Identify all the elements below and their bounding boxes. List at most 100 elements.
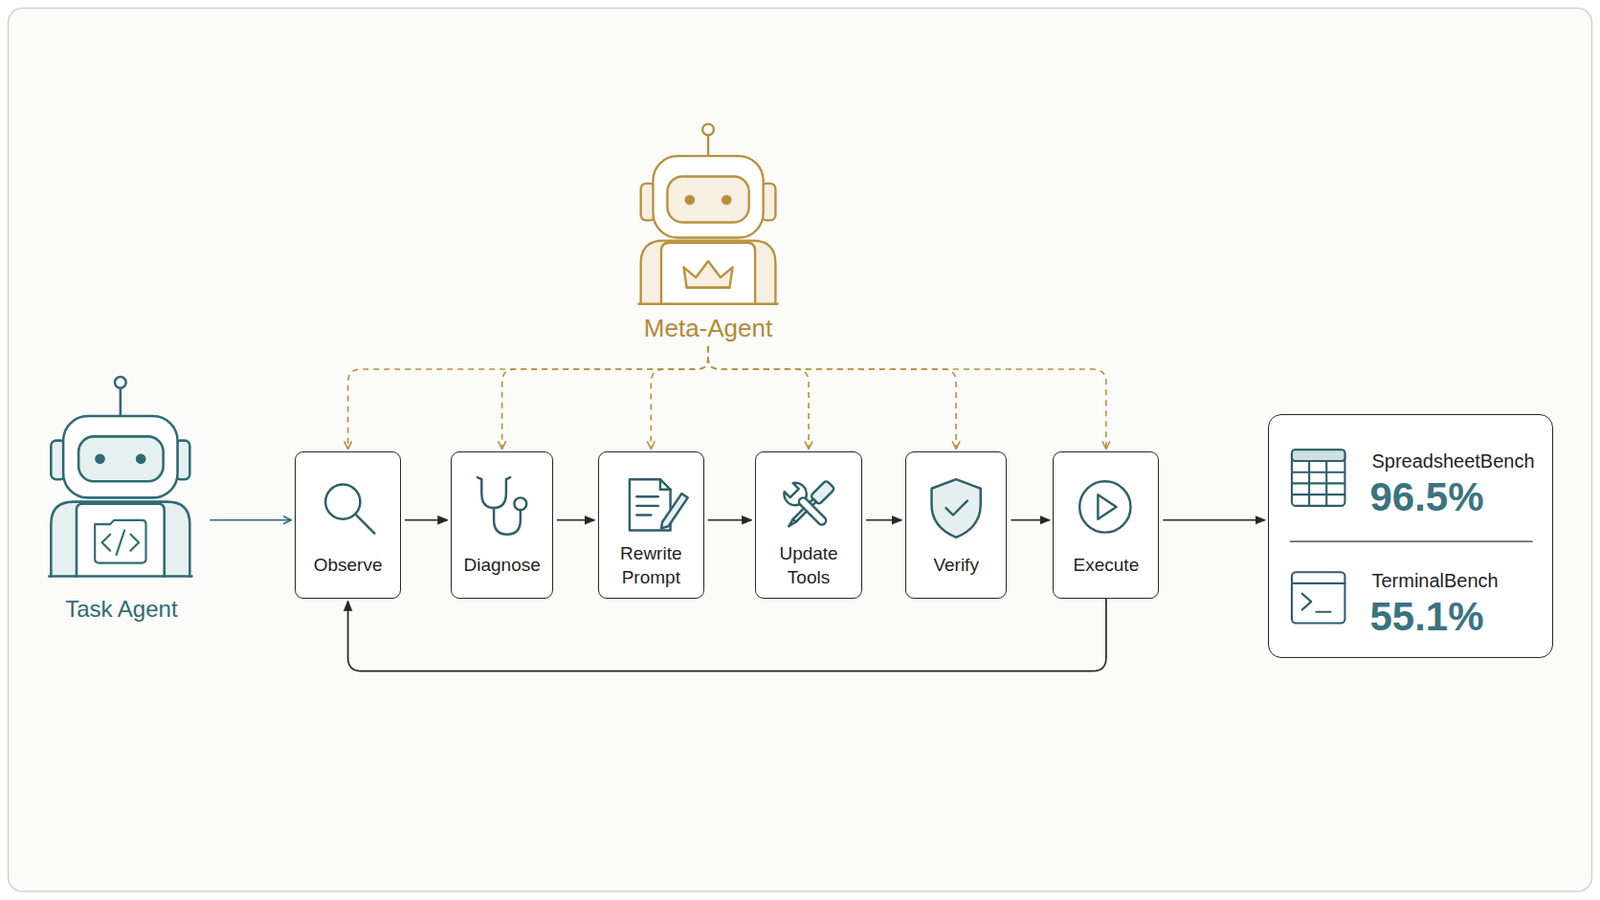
spreadsheet-icon xyxy=(1291,493,1345,496)
meta-agent-robot xyxy=(661,243,756,305)
process-box: Verify xyxy=(905,451,1008,600)
process-box: Execute xyxy=(1052,451,1159,600)
tools-icon xyxy=(810,480,836,506)
tools-icon xyxy=(787,519,797,529)
shield-icon xyxy=(945,501,967,516)
task-agent-robot xyxy=(130,534,139,552)
agent-name: Meta-Agent xyxy=(644,314,773,344)
results-box: SpreadsheetBench96.5%TerminalBench55.1% xyxy=(1267,414,1554,659)
magnifier-icon xyxy=(325,485,375,534)
agent-name: Task Agent xyxy=(65,596,178,623)
shield-icon xyxy=(932,479,981,538)
document-pencil-icon xyxy=(629,479,671,531)
terminal-icon xyxy=(1291,572,1345,623)
task-agent-robot xyxy=(116,530,126,556)
magnifier-icon xyxy=(325,485,360,520)
step-icons xyxy=(325,477,1131,538)
step-label: Update Tools xyxy=(763,542,854,590)
stethoscope-icon xyxy=(477,477,527,535)
document-pencil-icon xyxy=(629,479,689,531)
magnifier-icon xyxy=(355,514,376,534)
document-pencil-icon xyxy=(661,493,689,529)
agent-node: Task Agent xyxy=(39,369,205,623)
task-agent-robot xyxy=(50,441,66,481)
divider-line xyxy=(1289,541,1534,543)
benchmark-name: SpreadsheetBench xyxy=(1371,450,1534,473)
flow-arrow xyxy=(348,599,1107,672)
step-label: Rewrite Prompt xyxy=(605,542,696,590)
task-agent-robot xyxy=(63,416,178,498)
play-icon xyxy=(1097,494,1116,520)
spreadsheet-icon xyxy=(1291,471,1345,474)
process-box: Observe xyxy=(294,451,401,600)
task-agent-robot xyxy=(175,441,190,481)
tools-icon xyxy=(793,499,817,523)
spreadsheet-icon xyxy=(1291,449,1345,462)
meta-agent-robot xyxy=(687,287,731,289)
terminal-icon xyxy=(1302,594,1312,611)
agent-node: Meta-Agent xyxy=(622,113,794,344)
control-arrow xyxy=(708,346,956,449)
meta-agent-robot xyxy=(702,124,714,136)
tools-icon xyxy=(780,479,833,532)
meta-agent-robot xyxy=(721,195,733,206)
flow-arrow xyxy=(866,519,902,522)
control-arrow xyxy=(708,346,809,449)
benchmark-score: 55.1% xyxy=(1369,597,1484,638)
stethoscope-icon xyxy=(513,497,527,511)
meta-agent-robot xyxy=(707,135,710,156)
process-box: Update Tools xyxy=(755,451,863,600)
input-arrow xyxy=(209,519,291,522)
control-arrow xyxy=(502,346,709,449)
meta-agent-robot xyxy=(641,183,656,221)
flow-arrow xyxy=(1010,519,1049,522)
task-agent-robot xyxy=(94,454,106,466)
meta-agent-robot xyxy=(685,195,696,206)
control-arrow xyxy=(650,346,709,449)
step-label: Execute xyxy=(1061,554,1152,578)
spreadsheet-icon xyxy=(1325,461,1328,507)
flow-arrow xyxy=(1162,519,1265,522)
flow-arrow xyxy=(404,519,447,522)
task-agent-robot xyxy=(102,534,112,552)
document-pencil-icon xyxy=(636,513,651,516)
process-box: Rewrite Prompt xyxy=(598,451,705,600)
tools-icon xyxy=(784,480,836,532)
tools-icon xyxy=(780,479,812,511)
terminal-icon xyxy=(1291,582,1345,585)
task-agent-robot xyxy=(119,388,123,417)
results-decoration xyxy=(1289,449,1534,623)
task-agent-robot xyxy=(94,520,146,564)
meta-agent-robot xyxy=(683,261,733,289)
spreadsheet-icon xyxy=(1291,449,1345,507)
tools-icon xyxy=(780,479,836,532)
task-agent-robot xyxy=(48,575,192,578)
task-agent-robot xyxy=(135,454,147,466)
flow-arrow xyxy=(708,519,752,522)
shield-icon xyxy=(932,479,981,538)
stethoscope-icon xyxy=(477,477,511,509)
process-box: Diagnose xyxy=(450,451,554,600)
meta-agent-robot xyxy=(760,183,776,221)
control-arrow xyxy=(348,346,709,449)
task-agent-robot xyxy=(114,377,127,389)
spreadsheet-icon xyxy=(1291,482,1345,485)
flow-arrow xyxy=(556,519,595,522)
step-label: Diagnose xyxy=(457,554,548,578)
spreadsheet-icon xyxy=(1308,461,1311,507)
background xyxy=(8,8,1593,892)
play-icon xyxy=(1079,481,1131,533)
step-label: Observe xyxy=(303,554,394,578)
document-pencil-icon xyxy=(660,479,671,490)
meta-agent-robot xyxy=(666,176,749,223)
task-agent-robot xyxy=(76,504,165,578)
control-arrow xyxy=(708,346,1107,449)
meta-agent-robot xyxy=(639,124,778,305)
terminal-icon xyxy=(1291,572,1345,623)
illustration xyxy=(48,124,1533,624)
task-agent-robot xyxy=(78,436,164,482)
benchmark-name: TerminalBench xyxy=(1371,570,1498,593)
